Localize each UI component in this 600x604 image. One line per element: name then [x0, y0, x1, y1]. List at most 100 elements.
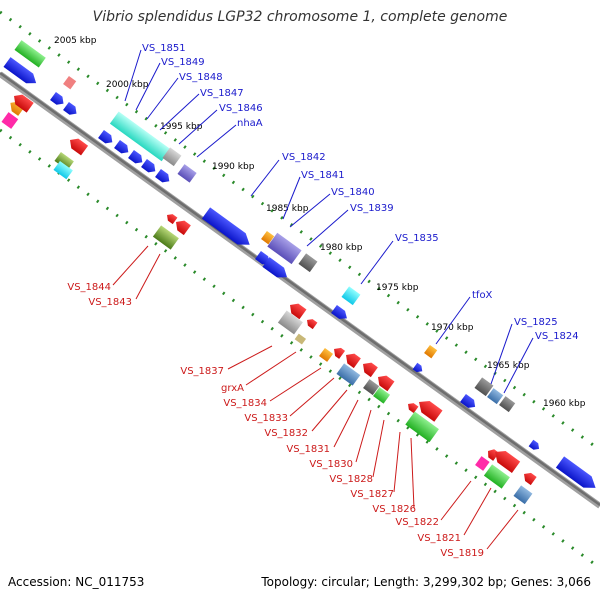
gene-label[interactable]: VS_1847	[200, 88, 244, 99]
gene-arrow[interactable]	[491, 446, 521, 473]
gene-box[interactable]	[277, 310, 303, 335]
gene-label[interactable]: VS_1842	[282, 152, 326, 163]
gene-box[interactable]	[487, 388, 504, 405]
gene-box[interactable]	[152, 225, 179, 250]
gene-arrow[interactable]	[114, 139, 131, 156]
gene-label[interactable]: VS_1833	[244, 413, 288, 424]
ruler-tick: 1960 kbp	[543, 399, 586, 409]
ruler-tick: 1980 kbp	[320, 243, 363, 253]
gene-label[interactable]: tfoX	[472, 290, 493, 301]
gene-box[interactable]	[267, 232, 302, 265]
gene-box[interactable]	[363, 379, 380, 396]
gene-box[interactable]	[424, 344, 438, 359]
gene-box[interactable]	[483, 464, 510, 489]
gene-box[interactable]	[373, 387, 391, 404]
gene-label[interactable]: VS_1830	[309, 459, 353, 470]
gene-arrow[interactable]	[165, 212, 178, 225]
gene-label[interactable]: VS_1832	[264, 428, 308, 439]
gene-box[interactable]	[475, 456, 490, 471]
gene-arrow[interactable]	[141, 158, 158, 175]
gene-arrow[interactable]	[331, 304, 350, 322]
gene-arrow[interactable]	[155, 168, 172, 185]
gene-label[interactable]: VS_1844	[67, 282, 111, 293]
gene-label[interactable]: VS_1827	[350, 489, 394, 500]
gene-label[interactable]: VS_1846	[219, 103, 263, 114]
gene-arrow[interactable]	[415, 396, 443, 422]
gene-box[interactable]	[405, 411, 439, 443]
gene-arrow[interactable]	[172, 217, 191, 236]
gene-label[interactable]: VS_1821	[417, 533, 461, 544]
ruler-tick: 2005 kbp	[54, 36, 97, 46]
top-leader-lines	[124, 49, 534, 394]
gene-label[interactable]: VS_1822	[395, 517, 439, 528]
gene-box[interactable]	[53, 160, 73, 180]
gene-label[interactable]: VS_1840	[331, 187, 375, 198]
gene-arrow[interactable]	[128, 149, 145, 166]
gene-box[interactable]	[63, 75, 77, 90]
gene-label[interactable]: VS_1841	[301, 170, 345, 181]
gene-label[interactable]: VS_1843	[88, 297, 132, 308]
gene-label[interactable]: VS_1824	[535, 331, 579, 342]
guide-line-inner	[0, 128, 600, 570]
map-title: Vibrio splendidus LGP32 chromosome 1, co…	[92, 9, 508, 25]
gene-arrow[interactable]	[555, 456, 600, 493]
gene-arrow[interactable]	[359, 359, 378, 378]
gene-box[interactable]	[261, 230, 275, 245]
gene-box[interactable]	[474, 377, 494, 397]
gene-arrow[interactable]	[528, 439, 542, 452]
gene-arrow[interactable]	[286, 300, 307, 320]
gene-arrow[interactable]	[63, 101, 79, 118]
bottom-leader-lines	[112, 245, 519, 550]
gene-arrow[interactable]	[262, 257, 290, 282]
gene-box[interactable]	[162, 147, 182, 167]
gene-box[interactable]	[513, 485, 533, 505]
gene-label[interactable]: VS_1828	[329, 474, 373, 485]
ruler-tick: 1965 kbp	[487, 361, 530, 371]
gene-label[interactable]: VS_1851	[142, 43, 186, 54]
gene-box[interactable]	[109, 111, 171, 162]
gene-label[interactable]: nhaA	[237, 118, 263, 129]
ruler-tick: 1990 kbp	[212, 162, 255, 172]
gene-box[interactable]	[294, 333, 307, 345]
gene-box[interactable]	[341, 286, 361, 306]
gene-arrow[interactable]	[98, 129, 115, 146]
gene-label[interactable]: VS_1834	[223, 398, 267, 409]
gene-arrow[interactable]	[342, 350, 361, 369]
gene-arrow[interactable]	[331, 345, 346, 359]
gene-arrow[interactable]	[10, 91, 34, 113]
gene-label[interactable]: VS_1839	[350, 203, 394, 214]
gene-label[interactable]: VS_1826	[372, 504, 416, 515]
gene-label[interactable]: VS_1848	[179, 72, 223, 83]
gene-arrow[interactable]	[201, 207, 254, 250]
gene-arrow[interactable]	[305, 317, 318, 330]
gene-label[interactable]: VS_1819	[440, 548, 484, 559]
ruler-labels: 2005 kbp 2000 kbp 1995 kbp 1990 kbp 1985…	[54, 36, 586, 409]
bottom-gene-labels: VS_1844 VS_1843 VS_1837 grxA VS_1834 VS_…	[67, 282, 484, 559]
gene-arrow[interactable]	[66, 135, 89, 156]
gene-arrow[interactable]	[460, 393, 478, 411]
gene-label[interactable]: VS_1831	[286, 444, 330, 455]
ruler-tick: 1975 kbp	[376, 283, 419, 293]
accession-text: Accession: NC_011753	[8, 575, 145, 589]
gene-label[interactable]: VS_1835	[395, 233, 439, 244]
gene-arrow[interactable]	[14, 40, 46, 68]
gene-box[interactable]	[499, 396, 516, 413]
gene-box[interactable]	[1, 112, 19, 129]
gene-arrow[interactable]	[3, 57, 39, 88]
gene-box[interactable]	[54, 151, 74, 171]
gene-arrow[interactable]	[50, 91, 66, 108]
gene-arrow[interactable]	[255, 250, 272, 267]
gene-label[interactable]: VS_1849	[161, 57, 205, 68]
gene-box[interactable]	[336, 363, 361, 386]
gene-arrow[interactable]	[412, 362, 425, 375]
gene-label[interactable]: VS_1825	[514, 317, 558, 328]
gene-label[interactable]: grxA	[221, 383, 244, 394]
gene-box[interactable]	[177, 164, 197, 183]
gene-arrow[interactable]	[406, 401, 419, 414]
gene-label[interactable]: VS_1837	[180, 366, 224, 377]
gene-box[interactable]	[298, 253, 318, 273]
gene-arrow[interactable]	[374, 372, 395, 392]
gene-arrow[interactable]	[521, 470, 537, 486]
gene-box[interactable]	[319, 347, 334, 362]
